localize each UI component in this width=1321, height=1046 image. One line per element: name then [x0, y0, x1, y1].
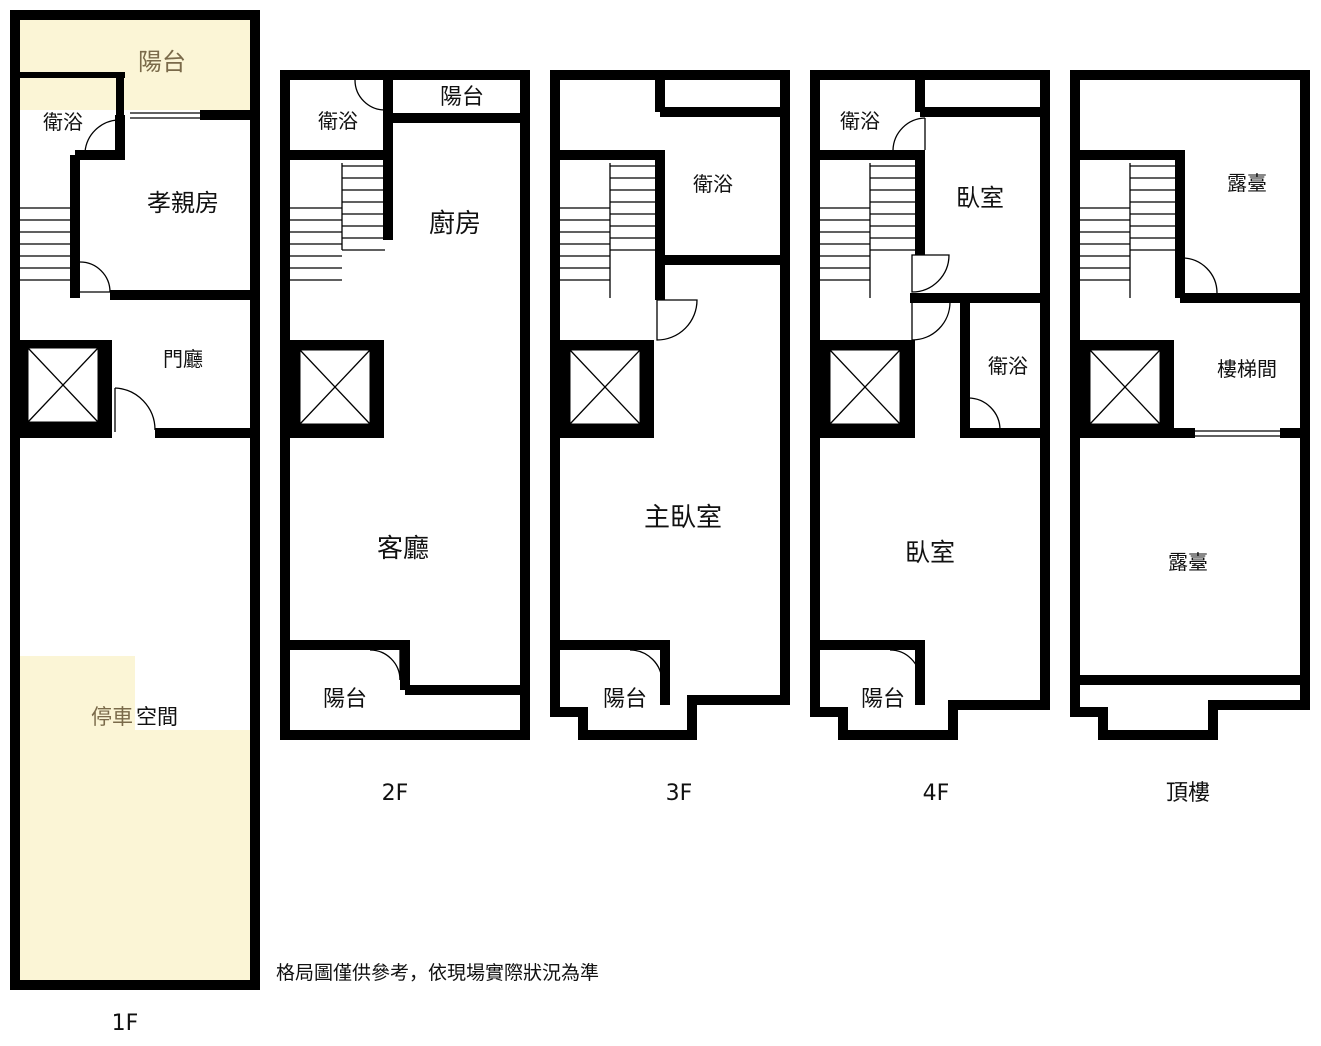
- stairs-4f: [820, 163, 915, 298]
- label-3f-bath: 衛浴: [693, 172, 733, 196]
- room-labels: 陽台 衛浴 孝親房 門廳 停車 空間 衛浴 陽台 廚房 客廳 陽台 衛浴 主臥室…: [43, 48, 1277, 729]
- label-1f-parents-room: 孝親房: [147, 189, 219, 217]
- floor-label-1f: 1F: [112, 1011, 139, 1036]
- label-roof-stairwell: 樓梯間: [1217, 357, 1277, 381]
- balcony-1f-highlight: [20, 20, 250, 110]
- label-1f-parking-b: 空間: [136, 705, 178, 729]
- floor-1f-walls: [10, 10, 260, 990]
- floor-2f-fixtures: [290, 79, 401, 681]
- door-swing-1f-room: [79, 261, 111, 293]
- label-4f-bedroom-top: 臥室: [956, 184, 1004, 212]
- door-swing-4f-bath-mid: [967, 397, 1001, 431]
- floor-label-3f: 3F: [666, 781, 693, 806]
- floor-roof-fixtures: [1080, 163, 1280, 437]
- label-roof-terrace-main: 露臺: [1168, 550, 1208, 574]
- label-3f-balcony: 陽台: [603, 687, 647, 712]
- door-swing-roof: [1181, 257, 1218, 294]
- stairs-3f: [560, 163, 655, 298]
- floor-2f-walls: [280, 70, 530, 740]
- highlight-areas: [20, 20, 250, 980]
- parking-highlight-lower: [20, 730, 250, 980]
- label-4f-bath-mid: 衛浴: [988, 354, 1028, 378]
- label-1f-parking-a: 停車: [91, 705, 133, 729]
- label-2f-living: 客廳: [377, 534, 429, 564]
- label-1f-balcony: 陽台: [138, 48, 186, 76]
- stairs-2f: [290, 163, 385, 281]
- label-4f-bedroom-main: 臥室: [905, 538, 955, 567]
- floor-4f-fixtures: [820, 117, 1001, 681]
- door-swing-4f-corridor: [911, 301, 951, 341]
- door-swing-1f-foyer: [114, 387, 156, 431]
- floor-labels: 1F 2F 3F 4F 頂樓: [112, 781, 1210, 1036]
- floor-roof-walls: [1070, 70, 1310, 740]
- door-swing-2f-bath: [354, 79, 386, 111]
- label-3f-master: 主臥室: [644, 503, 722, 533]
- label-2f-balcony-top: 陽台: [440, 85, 484, 110]
- door-swing-3f-master: [656, 299, 698, 341]
- floor-label-roof: 頂樓: [1166, 781, 1210, 806]
- door-swing-4f-bedroom: [911, 254, 950, 293]
- label-2f-kitchen: 廚房: [429, 209, 481, 239]
- stairs-roof: [1080, 163, 1175, 298]
- floor-4f-walls: [810, 70, 1050, 740]
- door-swing-1f-bath: [84, 119, 119, 153]
- label-1f-bath: 衛浴: [43, 110, 83, 134]
- label-1f-foyer: 門廳: [163, 347, 203, 371]
- floor-3f-fixtures: [560, 163, 698, 683]
- label-4f-bath-top: 衛浴: [840, 109, 880, 133]
- floor-1f-fixtures: [20, 112, 200, 432]
- door-swing-4f-bath: [892, 117, 926, 151]
- floor-3f-walls: [550, 70, 790, 740]
- disclaimer-note: 格局圖僅供參考，依現場實際狀況為準: [276, 962, 600, 984]
- door-swing-3f-balcony: [629, 649, 663, 683]
- label-4f-balcony: 陽台: [861, 687, 905, 712]
- stairs-1f: [20, 207, 70, 281]
- parking-highlight-upper: [20, 656, 135, 732]
- floor-label-2f: 2F: [382, 781, 409, 806]
- label-2f-balcony-bottom: 陽台: [323, 687, 367, 712]
- floor-label-4f: 4F: [923, 781, 950, 806]
- label-roof-terrace-top: 露臺: [1227, 171, 1267, 195]
- door-swing-2f-balcony: [369, 649, 401, 681]
- label-2f-bath: 衛浴: [318, 109, 358, 133]
